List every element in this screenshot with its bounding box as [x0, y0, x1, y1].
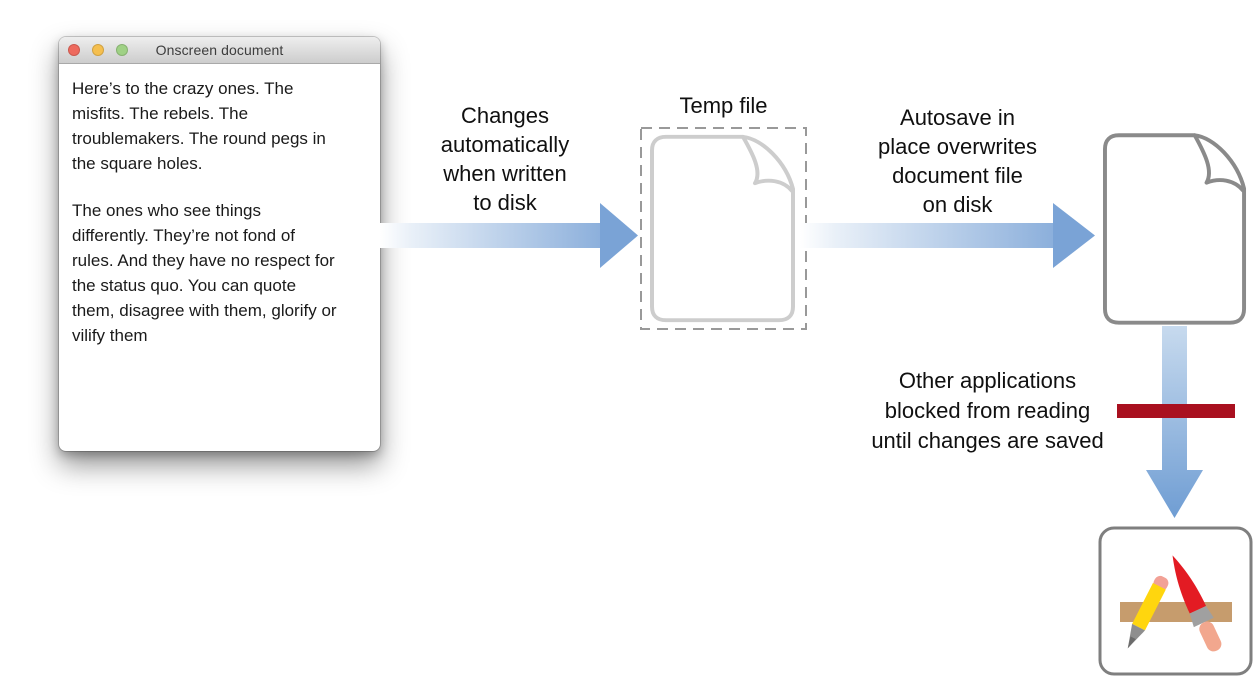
window-titlebar[interactable]: Onscreen document [59, 37, 380, 64]
blocked-label: Other applications blocked from reading … [871, 368, 1104, 453]
temp-file-icon [640, 127, 807, 330]
application-icon [1098, 526, 1253, 676]
flow-arrow-right-2-icon [800, 203, 1095, 268]
app-icon-frame [1098, 526, 1253, 676]
temp-page-outline [650, 134, 795, 323]
document-file-icon [1103, 133, 1247, 325]
window-title: Onscreen document [155, 42, 284, 58]
minimize-button-icon[interactable] [92, 44, 104, 56]
arrow2-label: Autosave in place overwrites document fi… [878, 105, 1037, 217]
traffic-lights [68, 37, 128, 63]
blocked-bar-icon [1117, 404, 1235, 418]
temp-file-label: Temp file [679, 93, 768, 118]
document-window: Onscreen document Here’s to the crazy on… [59, 37, 380, 451]
pencil-icon [1127, 575, 1169, 649]
document-paragraph: The ones who see things differently. The… [72, 201, 337, 345]
flow-arrow-down-icon [1146, 326, 1203, 518]
brush-icon [1172, 555, 1222, 652]
zoom-button-icon[interactable] [116, 44, 128, 56]
flow-arrow-right-1-icon [380, 203, 638, 268]
document-text-area[interactable]: Here’s to the crazy ones. The misfits. T… [59, 64, 380, 348]
document-paragraph: Here’s to the crazy ones. The misfits. T… [72, 79, 326, 173]
arrow1-label: Changes automatically when written to di… [440, 103, 570, 215]
close-button-icon[interactable] [68, 44, 80, 56]
